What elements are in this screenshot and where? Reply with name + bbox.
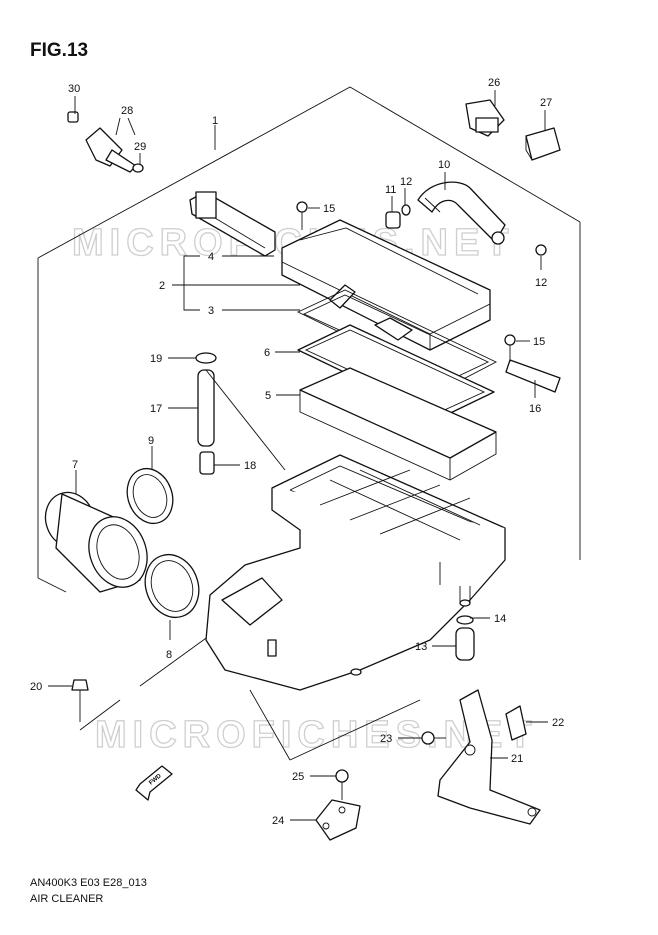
bolt-25 bbox=[335, 769, 349, 800]
callout-9: 9 bbox=[148, 435, 154, 447]
air-cleaner-case bbox=[205, 454, 506, 691]
callout-2: 2 bbox=[159, 280, 165, 292]
clamp-9 bbox=[126, 467, 174, 525]
case-cap-13 bbox=[455, 615, 475, 661]
callout-6: 6 bbox=[264, 347, 270, 359]
filter-element bbox=[299, 367, 497, 481]
drain-tube bbox=[195, 352, 217, 475]
cap-bracket bbox=[505, 359, 561, 393]
drawing-code: AN400K3 E03 E28_013 bbox=[30, 877, 147, 889]
figure-title: FIG.13 bbox=[30, 40, 89, 61]
callout-8: 8 bbox=[166, 649, 172, 661]
relay bbox=[465, 99, 505, 137]
callout-1: 1 bbox=[212, 115, 218, 127]
inlet-tube bbox=[189, 191, 276, 257]
callout-13: 13 bbox=[415, 641, 427, 653]
callout-15-top: 15 bbox=[323, 203, 335, 215]
cushion bbox=[505, 705, 527, 741]
callout-12-right: 12 bbox=[535, 277, 547, 289]
callout-5: 5 bbox=[265, 390, 271, 402]
clamp-8 bbox=[144, 553, 200, 619]
callout-28: 28 bbox=[121, 105, 133, 117]
callout-17: 17 bbox=[150, 403, 162, 415]
breather-hose bbox=[417, 181, 506, 245]
intake-sensor bbox=[67, 111, 144, 173]
callout-23: 23 bbox=[380, 733, 392, 745]
callout-18: 18 bbox=[244, 460, 256, 472]
callout-10: 10 bbox=[438, 159, 450, 171]
hose-fitting bbox=[385, 204, 547, 256]
mount-bracket bbox=[437, 689, 541, 825]
drawing-name: AIR CLEANER bbox=[30, 893, 104, 905]
callout-3: 3 bbox=[208, 305, 214, 317]
callout-11: 11 bbox=[385, 184, 396, 196]
callout-labels: 30 28 29 1 26 27 10 11 12 15 4 2 3 12 6 … bbox=[30, 77, 564, 827]
callout-21: 21 bbox=[511, 753, 523, 765]
callout-15-right: 15 bbox=[533, 336, 545, 348]
intake-pipe bbox=[44, 491, 148, 593]
leader-lines bbox=[48, 90, 548, 821]
lower-bracket bbox=[315, 799, 361, 841]
callout-25: 25 bbox=[292, 771, 304, 783]
callout-20: 20 bbox=[30, 681, 42, 693]
fwd-arrow-icon: FWD bbox=[135, 765, 173, 801]
callout-19: 19 bbox=[150, 353, 162, 365]
callout-22: 22 bbox=[552, 717, 564, 729]
callout-14: 14 bbox=[494, 613, 506, 625]
callout-4: 4 bbox=[208, 251, 214, 263]
callout-7: 7 bbox=[72, 459, 78, 471]
callout-26: 26 bbox=[488, 77, 500, 89]
callout-24: 24 bbox=[272, 815, 284, 827]
callout-29: 29 bbox=[134, 141, 146, 153]
callout-30: 30 bbox=[68, 83, 80, 95]
callout-27: 27 bbox=[540, 97, 552, 109]
callout-12-top: 12 bbox=[400, 176, 412, 188]
relay-cover bbox=[525, 127, 561, 161]
bolt-20 bbox=[71, 679, 89, 722]
bolts-15 bbox=[296, 201, 516, 362]
callout-16: 16 bbox=[529, 403, 541, 415]
